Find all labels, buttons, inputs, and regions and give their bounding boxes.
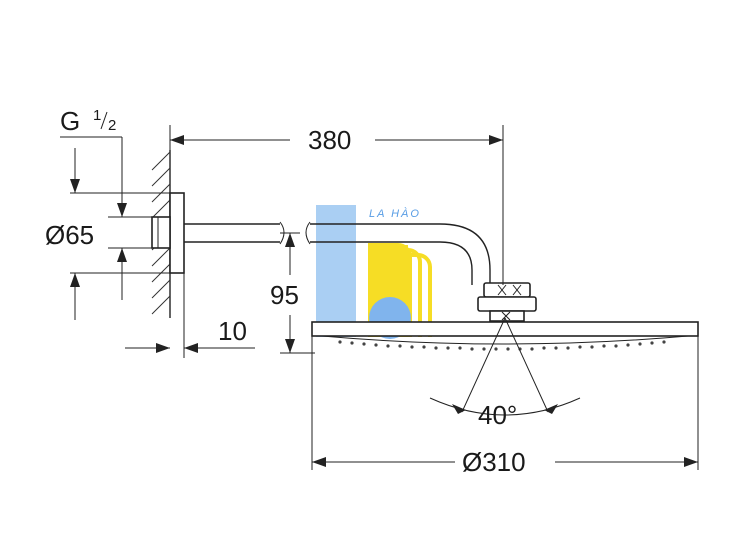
head-diameter-label: Ø310 (462, 447, 526, 477)
dimension-10: 10 (125, 273, 255, 358)
flange-diameter-label: Ø65 (45, 220, 94, 250)
thread-prefix-label: G (60, 106, 80, 136)
dimension-thread: G 1 2 (60, 106, 127, 300)
spray-nozzles (338, 340, 666, 351)
dimension-310: Ø310 (311, 336, 699, 477)
arm-length-label: 380 (308, 125, 351, 155)
shower-head (311, 321, 699, 351)
dimension-95: 95 (270, 232, 315, 354)
dimension-380: 380 (169, 125, 504, 285)
thread-numerator-label: 1 (93, 107, 101, 124)
wall-offset-label: 10 (218, 316, 247, 346)
spray-angle-indicator: 40° (429, 317, 581, 430)
dimension-65: Ø65 (45, 148, 170, 320)
thread-denominator-label: 2 (108, 117, 116, 134)
spray-angle-label: 40° (478, 400, 517, 430)
wall-flange (151, 192, 185, 274)
ball-joint (477, 282, 537, 322)
drop-height-label: 95 (270, 280, 299, 310)
watermark-logo: LA HÀO (316, 205, 432, 339)
watermark-text: LA HÀO (369, 207, 421, 220)
shower-arm (184, 221, 491, 285)
